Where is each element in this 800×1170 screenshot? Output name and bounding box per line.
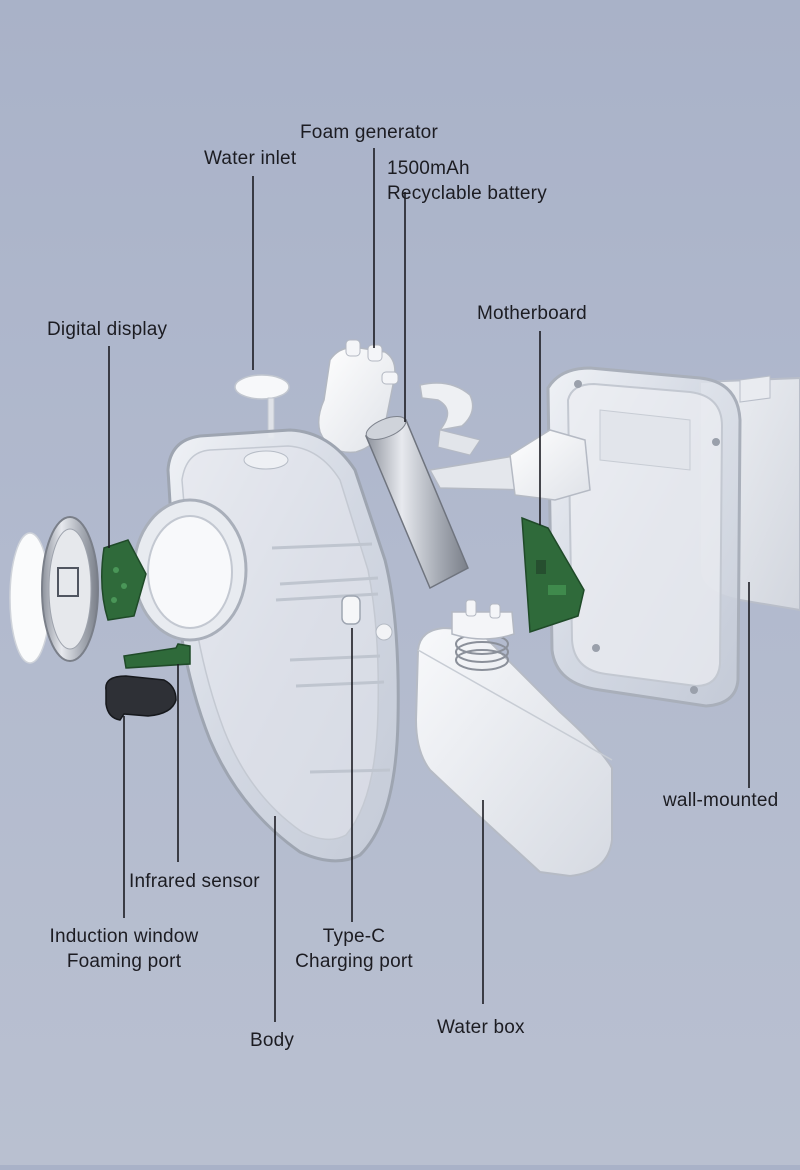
- battery-part: [365, 416, 469, 590]
- label-digital-display: Digital display: [47, 319, 168, 340]
- motherboard-part: [521, 516, 585, 634]
- digital-display-part: [9, 516, 147, 664]
- label-induction-window: Induction window Foaming port: [49, 926, 199, 972]
- mount-bracket: [419, 382, 591, 501]
- label-infrared-sensor: Infrared sensor: [129, 871, 260, 892]
- body-shell: [166, 428, 400, 863]
- leader-lines: [108, 148, 750, 1022]
- label-type-c: Type-C Charging port: [295, 926, 413, 972]
- label-water-inlet: Water inlet: [204, 148, 297, 169]
- label-body: Body: [250, 1030, 295, 1051]
- label-water-box: Water box: [437, 1017, 525, 1038]
- label-wall-mounted: wall-mounted: [663, 790, 779, 811]
- water-inlet-part: [234, 374, 290, 439]
- label-battery: 1500mAh Recyclable battery: [387, 158, 547, 204]
- label-motherboard: Motherboard: [477, 303, 587, 324]
- front-ring: [132, 498, 248, 642]
- water-box-part: [414, 599, 613, 878]
- label-foam-generator: Foam generator: [300, 122, 438, 143]
- back-cover: [546, 366, 742, 708]
- infrared-sensor-part: [123, 643, 191, 669]
- induction-window-part: [105, 675, 177, 721]
